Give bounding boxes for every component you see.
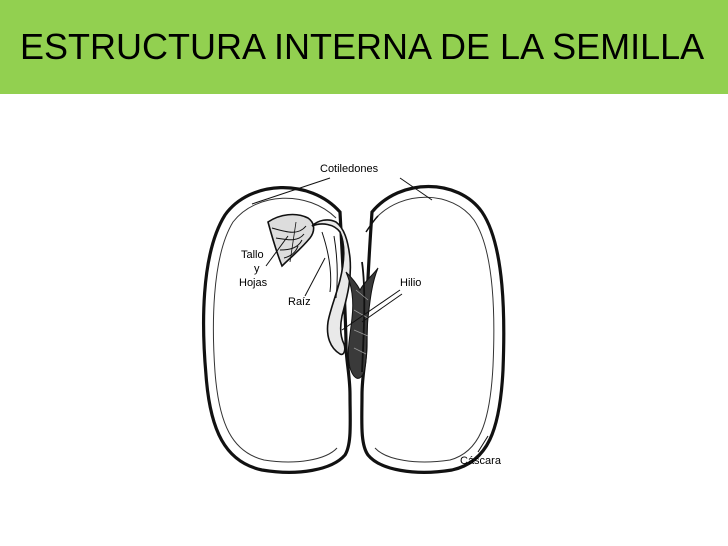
leader-hilio-2: [361, 293, 403, 323]
label-tallo: Tallo: [241, 249, 264, 261]
embryo-radicle: [311, 219, 352, 356]
leader-raiz: [304, 257, 326, 297]
label-y: y: [254, 263, 260, 275]
title-bar: ESTRUCTURA INTERNA DE LA SEMILLA: [0, 0, 728, 94]
hilum: [345, 261, 379, 379]
leader-cascara: [477, 435, 489, 453]
label-raiz: Raíz: [288, 296, 311, 308]
label-cotiledones: Cotiledones: [320, 163, 379, 175]
embryo-plumule: [267, 213, 315, 268]
label-cascara: Cáscara: [460, 455, 502, 467]
leader-cotiledones-right: [399, 177, 433, 201]
leader-tallo: [265, 235, 289, 267]
label-hojas: Hojas: [239, 277, 268, 289]
label-hilio: Hilio: [400, 277, 421, 289]
leader-cotiledones-left: [251, 177, 331, 205]
leader-hilio-1: [341, 289, 401, 331]
left-cotyledon: [202, 186, 352, 474]
slide-title: ESTRUCTURA INTERNA DE LA SEMILLA: [20, 26, 705, 67]
